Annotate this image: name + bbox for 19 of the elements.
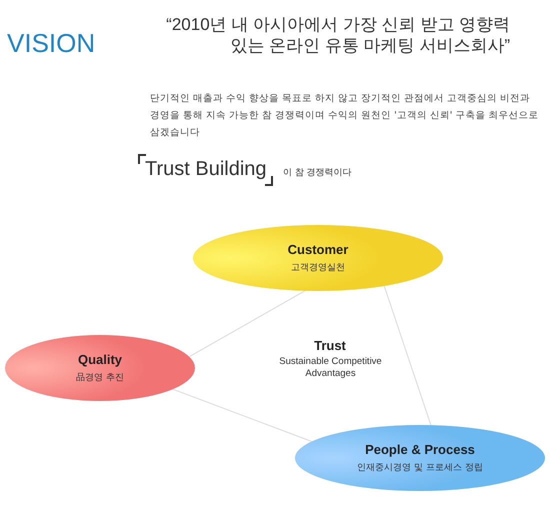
ellipse-subtitle: 고객경영실천 bbox=[290, 262, 346, 274]
ellipse-title: People & Process bbox=[364, 442, 476, 457]
vision-statement: “2010년 내 아시아에서 가장 신뢰 받고 영향력 있는 온라인 유통 마케팅 서비스회사” bbox=[165, 14, 510, 56]
quality-ellipse bbox=[5, 335, 195, 401]
heading-suffix: 이 참 경쟁력이다 bbox=[283, 167, 352, 179]
connector-line bbox=[172, 388, 312, 442]
center-heading: Trust bbox=[313, 338, 347, 353]
ellipse-subtitle: 品경영 추진 bbox=[75, 372, 125, 384]
ellipse-subtitle: 인재중시경영 및 프로세스 정립 bbox=[356, 462, 484, 474]
customer-ellipse bbox=[193, 225, 443, 291]
ellipse-title: Quality bbox=[76, 352, 124, 367]
vision-heading: VISION bbox=[7, 28, 96, 59]
connector-line bbox=[384, 285, 432, 426]
description-text: 단기적인 매출과 수익 향상을 목표로 하지 않고 장기적인 관점에서 고객중심의 비전과 경영을 통해 지속 가능한 참 경쟁력이며 수익의 원천인 '고객의 신뢰' 구축을 최우선으로 삼겠습니다 bbox=[150, 92, 540, 140]
section-heading: Trust Building bbox=[145, 158, 267, 181]
center-text: Sustainable Competitive Advantages bbox=[278, 356, 383, 380]
process-ellipse bbox=[295, 425, 545, 491]
ellipse-title: Customer bbox=[286, 242, 350, 257]
connector-line bbox=[188, 290, 306, 358]
